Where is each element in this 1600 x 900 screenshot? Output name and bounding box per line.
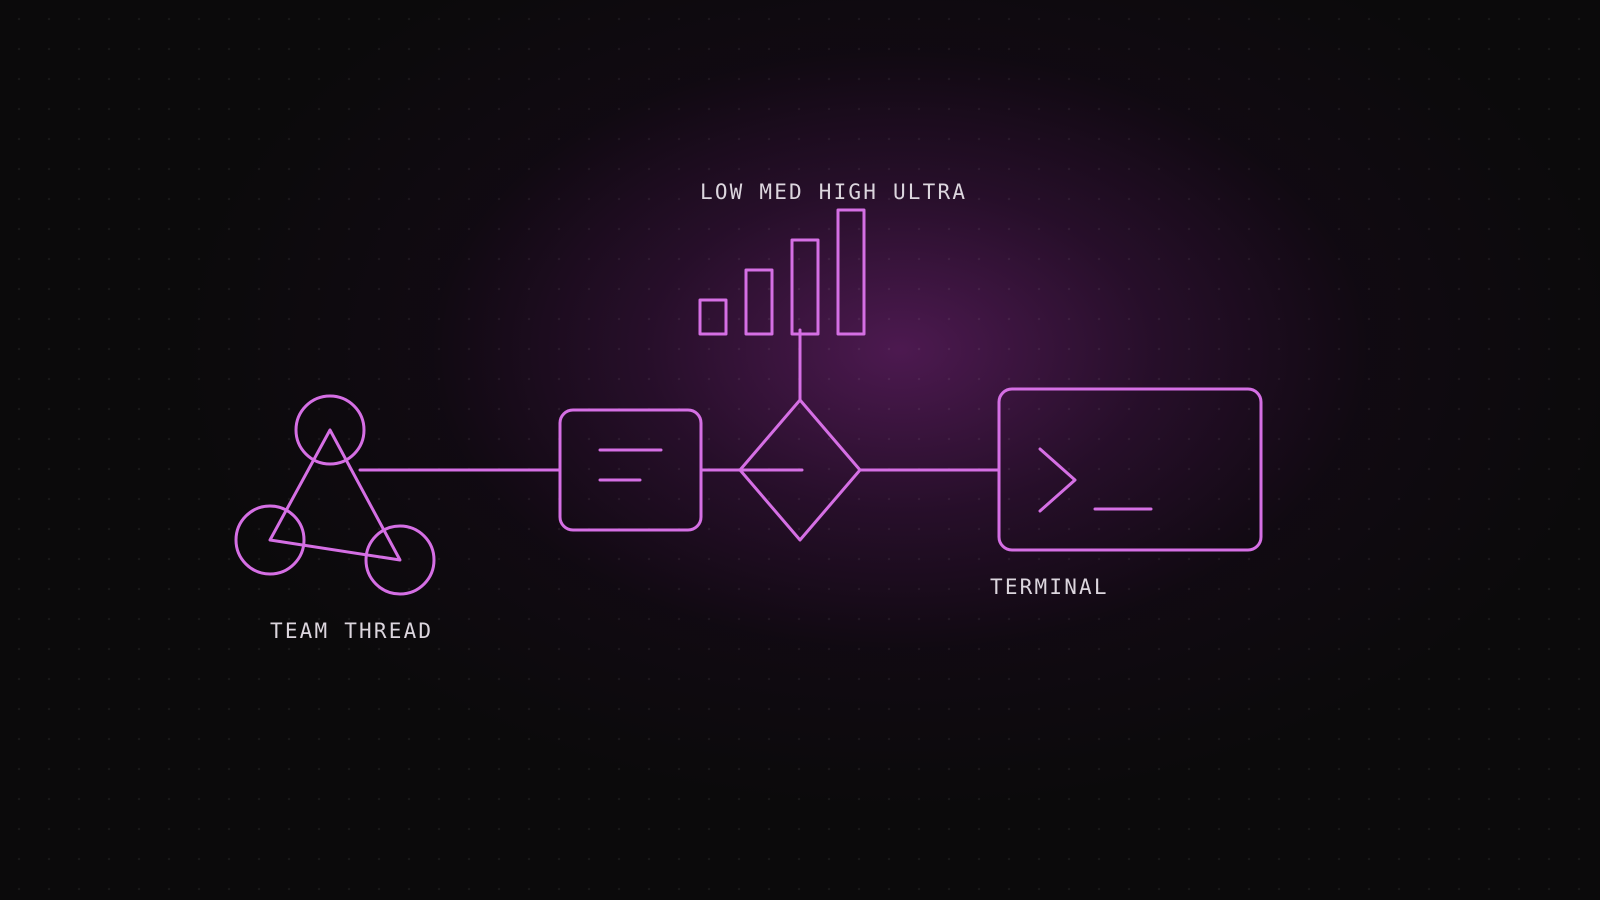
- team-member-right: [364, 524, 436, 596]
- decision-diamond: [738, 398, 862, 542]
- terminal-prompt-chevron-icon: [1038, 447, 1077, 513]
- level-bar-ultra: [836, 208, 866, 336]
- team-member-top: [294, 394, 366, 466]
- signal-bars-icon: [698, 208, 866, 336]
- decision-diamond-icon: [738, 398, 862, 542]
- terminal-label: TERMINAL: [990, 575, 1109, 599]
- team-member-left: [234, 504, 306, 576]
- message-card-icon: [558, 408, 703, 532]
- message-card-frame: [558, 408, 703, 532]
- team-thread-label: TEAM THREAD: [270, 619, 434, 643]
- team-thread-triangle: [268, 428, 402, 562]
- connectors: [358, 328, 1001, 472]
- terminal-window: [997, 387, 1263, 552]
- level-bar-high: [790, 238, 820, 336]
- terminal-icon: [997, 387, 1263, 552]
- levels-label: LOW MED HIGH ULTRA: [700, 180, 968, 204]
- level-bar-low: [698, 298, 728, 336]
- level-bar-med: [744, 268, 774, 336]
- team-thread-icon: [234, 394, 436, 596]
